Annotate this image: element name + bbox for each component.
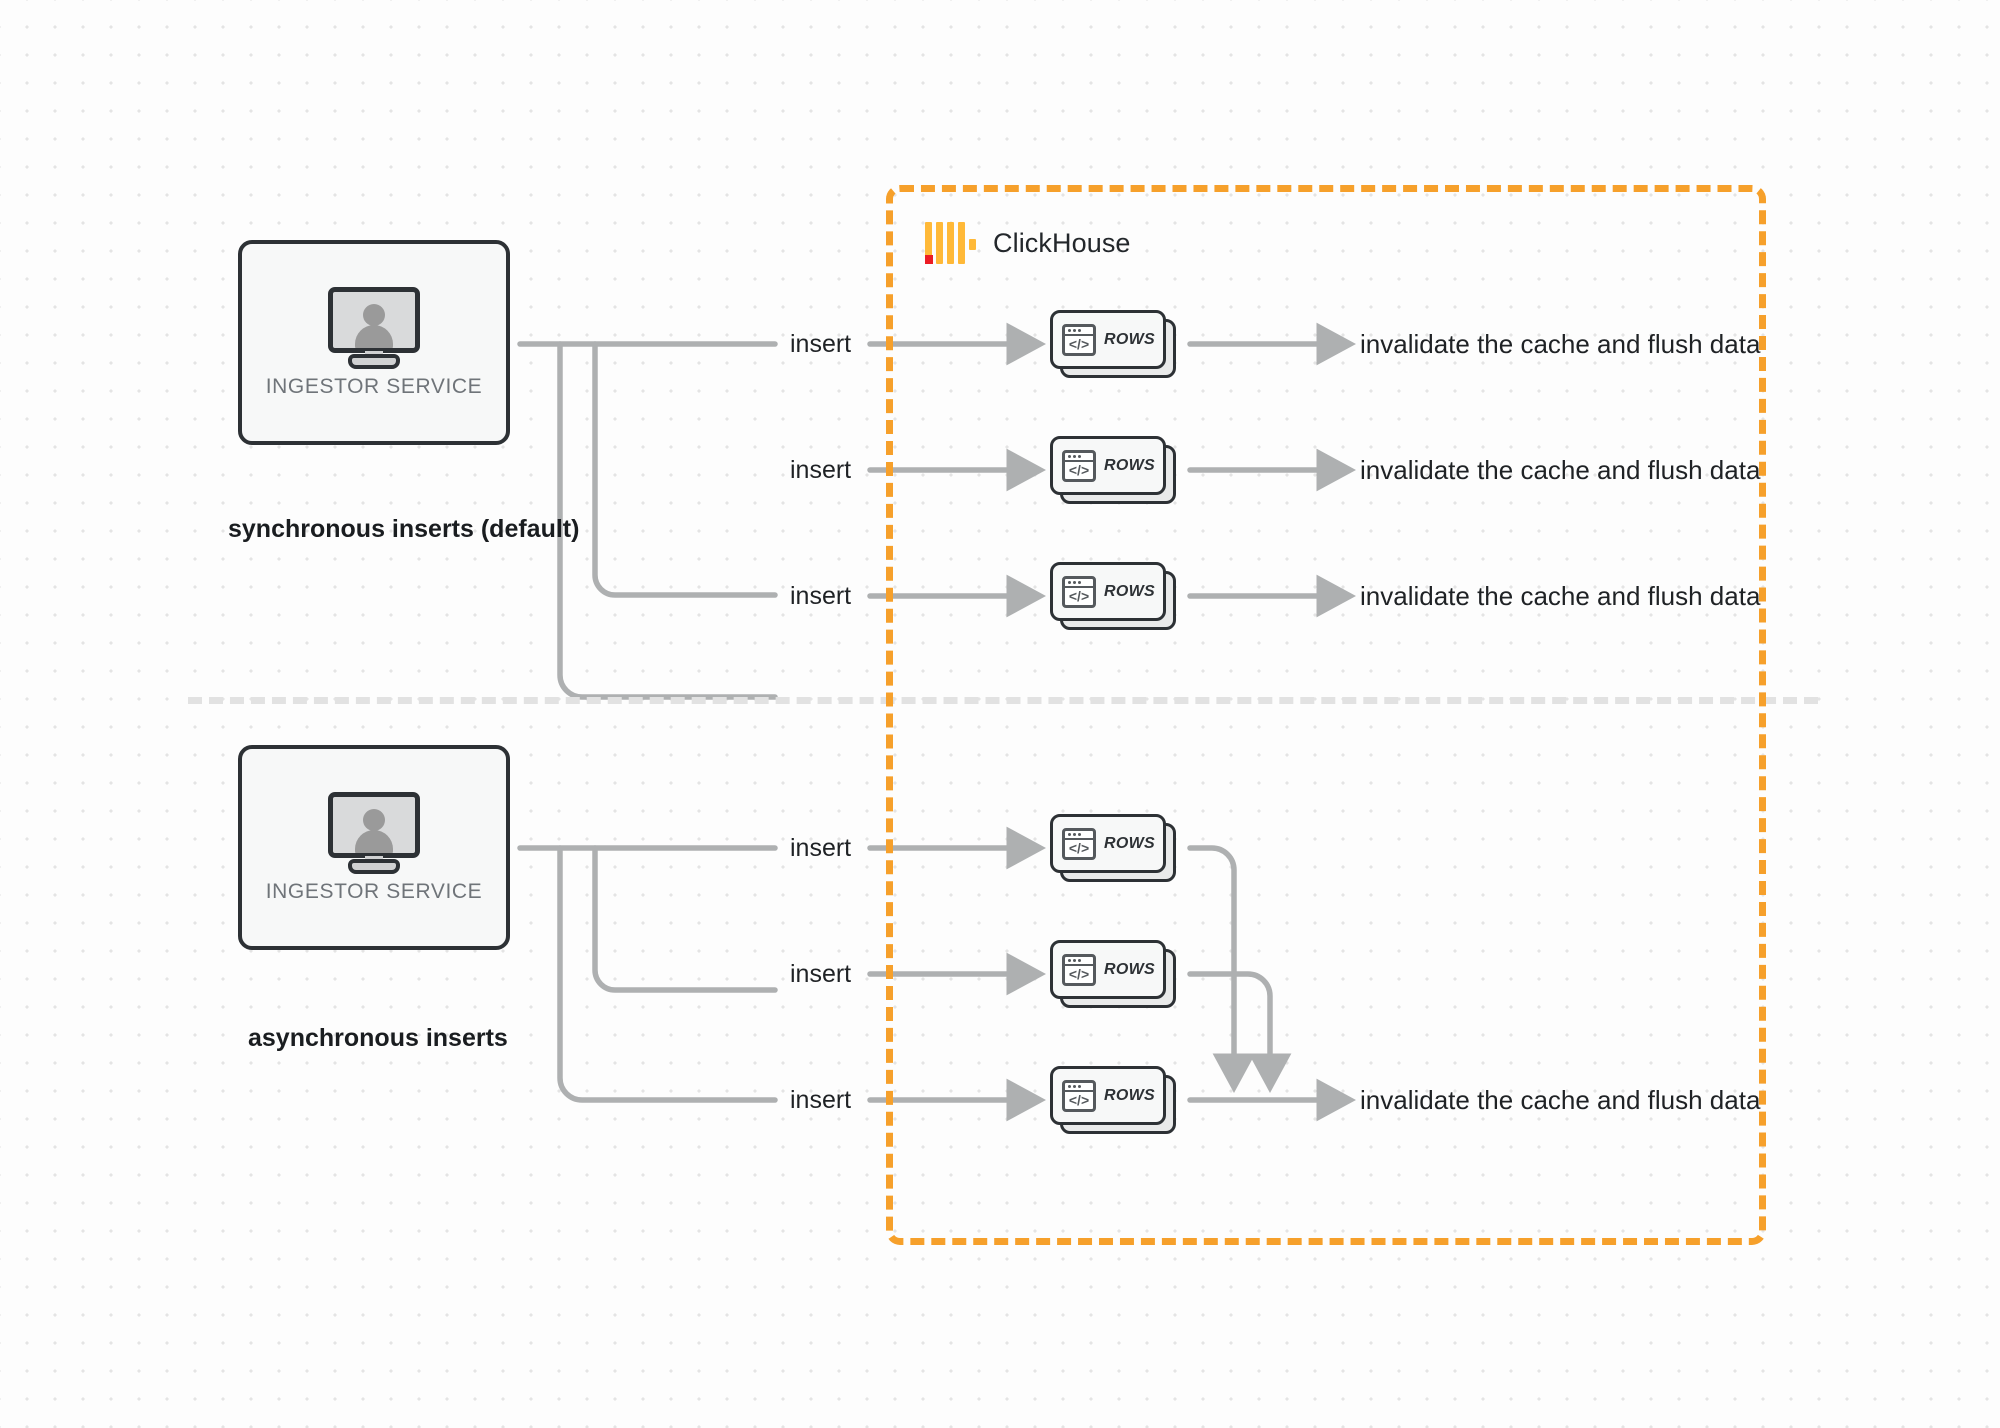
edge-label-insert-async-1: insert xyxy=(790,834,852,862)
stacked-sheet-front: </> ROWS xyxy=(1050,940,1166,999)
rows-node-label: ROWS xyxy=(1104,582,1155,600)
rows-node-sync-2[interactable]: </> ROWS xyxy=(1050,436,1176,504)
edge-label-insert-async-3: insert xyxy=(790,1086,852,1114)
stacked-sheet-front: </> ROWS xyxy=(1050,1066,1166,1125)
rows-node-async-1[interactable]: </> ROWS xyxy=(1050,814,1176,882)
ingestor-service-async[interactable]: INGESTOR SERVICE xyxy=(238,745,510,950)
stacked-sheet-front: </> ROWS xyxy=(1050,436,1166,495)
section-label-synchronous: synchronous inserts (default) xyxy=(228,515,580,543)
clickhouse-group-label: ClickHouse xyxy=(993,227,1131,258)
clickhouse-logo-row: ClickHouse xyxy=(925,222,1131,264)
code-window-icon: </> xyxy=(1062,575,1096,608)
code-window-icon: </> xyxy=(1062,953,1096,986)
sink-label-sync-2: invalidate the cache and flush data xyxy=(1360,455,1761,485)
edge-label-insert-async-2: insert xyxy=(790,960,852,988)
rows-node-async-2[interactable]: </> ROWS xyxy=(1050,940,1176,1008)
section-label-asynchronous: asynchronous inserts xyxy=(248,1024,508,1052)
stacked-sheet-front: </> ROWS xyxy=(1050,310,1166,369)
ingestor-service-sync[interactable]: INGESTOR SERVICE xyxy=(238,240,510,445)
sink-label-async-merged: invalidate the cache and flush data xyxy=(1360,1085,1761,1115)
rows-node-label: ROWS xyxy=(1104,1086,1155,1104)
section-divider xyxy=(188,697,1818,704)
rows-node-async-3[interactable]: </> ROWS xyxy=(1050,1066,1176,1134)
stacked-sheet-front: </> ROWS xyxy=(1050,562,1166,621)
rows-node-label: ROWS xyxy=(1104,330,1155,348)
rows-node-sync-1[interactable]: </> ROWS xyxy=(1050,310,1176,378)
sink-label-sync-3: invalidate the cache and flush data xyxy=(1360,581,1761,611)
rows-node-sync-3[interactable]: </> ROWS xyxy=(1050,562,1176,630)
monitor-user-icon xyxy=(328,791,420,874)
ingestor-service-label: INGESTOR SERVICE xyxy=(265,374,483,398)
edge-label-insert-sync-1: insert xyxy=(790,330,852,358)
edge-label-insert-sync-2: insert xyxy=(790,456,852,484)
clickhouse-logo-icon xyxy=(925,222,976,264)
rows-node-label: ROWS xyxy=(1104,834,1155,852)
code-window-icon: </> xyxy=(1062,827,1096,860)
clickhouse-group-boundary xyxy=(886,185,1766,1245)
sink-label-sync-1: invalidate the cache and flush data xyxy=(1360,329,1761,359)
edge-label-insert-sync-3: insert xyxy=(790,582,852,610)
monitor-user-icon xyxy=(328,286,420,369)
rows-node-label: ROWS xyxy=(1104,456,1155,474)
stacked-sheet-front: </> ROWS xyxy=(1050,814,1166,873)
code-window-icon: </> xyxy=(1062,1079,1096,1112)
rows-node-label: ROWS xyxy=(1104,960,1155,978)
code-window-icon: </> xyxy=(1062,449,1096,482)
ingestor-service-label: INGESTOR SERVICE xyxy=(265,879,483,903)
code-window-icon: </> xyxy=(1062,323,1096,356)
